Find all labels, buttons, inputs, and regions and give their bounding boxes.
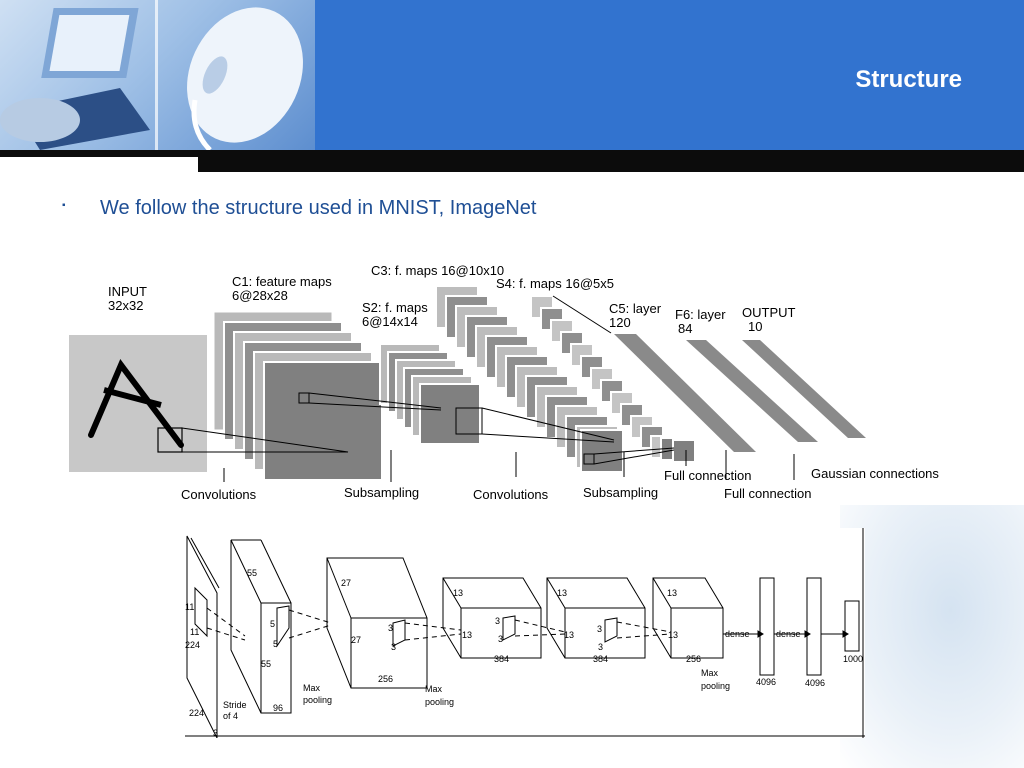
c1-size: 6@28x28 xyxy=(232,288,288,303)
alexnet-dense1: dense xyxy=(725,629,750,639)
alexnet-l1-5a: 5 xyxy=(270,619,275,629)
operation-ticks xyxy=(223,450,795,482)
alexnet-l3-13a: 13 xyxy=(453,588,463,598)
alexnet-l3-3a: 3 xyxy=(495,616,500,626)
alexnet-l2-256: 256 xyxy=(378,674,393,684)
alexnet-l3-13b: 13 xyxy=(462,630,472,640)
alexnet-l4-3a: 3 xyxy=(597,624,602,634)
alexnet-l4-384: 384 xyxy=(593,654,608,664)
header-photo-laptop-mouse xyxy=(0,0,315,150)
op-convolutions-2: Convolutions xyxy=(473,487,549,502)
s4-label: S4: f. maps 16@5x5 xyxy=(496,276,614,291)
op-full-connection-2: Full connection xyxy=(724,486,811,501)
f6-label: F6: layer xyxy=(675,307,726,322)
op-gaussian-connections: Gaussian connections xyxy=(811,466,939,481)
alexnet-maxpool2a: Max xyxy=(425,684,443,694)
alexnet-conv4-block xyxy=(546,577,646,659)
alexnet-in-11b: 11 xyxy=(190,627,199,637)
alexnet-conv2-block xyxy=(326,557,428,689)
s2-size: 6@14x14 xyxy=(362,314,418,329)
alexnet-l3-3b: 3 xyxy=(498,634,503,644)
laptop-mouse-illustration xyxy=(0,0,303,150)
s4-feature-maps xyxy=(530,295,696,463)
c1-label: C1: feature maps xyxy=(232,274,332,289)
alexnet-maxpool1b: pooling xyxy=(303,695,332,705)
alexnet-architecture-diagram: 11 11 224 224 3 Stride of 4 55 55 5 5 96… xyxy=(185,528,865,738)
c5-size: 120 xyxy=(609,315,631,330)
alexnet-l4-13a: 13 xyxy=(557,588,567,598)
slide-header: Structure xyxy=(0,0,1024,150)
alexnet-conv5-block xyxy=(652,577,724,659)
alexnet-stride: Stride xyxy=(223,700,247,710)
alexnet-l2-3b: 3 xyxy=(391,642,396,652)
output-label: OUTPUT xyxy=(742,305,796,320)
alexnet-l2-27a: 27 xyxy=(341,578,351,588)
alexnet-maxpool3a: Max xyxy=(701,668,719,678)
alexnet-l1-55a: 55 xyxy=(247,568,257,578)
lenet-architecture-diagram: INPUT 32x32 C1: feature maps 6@28x28 S2:… xyxy=(66,240,966,505)
alexnet-maxpool3b: pooling xyxy=(701,681,730,691)
alexnet-dense2: dense xyxy=(776,629,801,639)
background-watermark-photo xyxy=(840,505,1024,768)
s2-label: S2: f. maps xyxy=(362,300,428,315)
output-size: 10 xyxy=(748,319,762,334)
alexnet-l4-3b: 3 xyxy=(598,642,603,652)
alexnet-fc1-bar xyxy=(759,577,775,676)
alexnet-stride-of: of 4 xyxy=(223,711,238,721)
alexnet-fc2-4096: 4096 xyxy=(805,678,825,688)
alexnet-fc2-bar xyxy=(806,577,822,676)
alexnet-l2-27b: 27 xyxy=(351,635,361,645)
f6-size: 84 xyxy=(678,321,692,336)
alexnet-l5-13b: 13 xyxy=(668,630,678,640)
input-label: INPUT xyxy=(108,284,147,299)
alexnet-maxpool1a: Max xyxy=(303,683,321,693)
c1-feature-maps xyxy=(213,311,383,481)
header-divider-accent xyxy=(0,157,198,172)
output-layer-band xyxy=(742,340,866,438)
slide-title: Structure xyxy=(855,66,962,93)
op-subsampling-1: Subsampling xyxy=(344,485,419,500)
alexnet-fc3-bar xyxy=(844,600,860,652)
alexnet-l4-13b: 13 xyxy=(564,630,574,640)
alexnet-in-224b: 224 xyxy=(189,708,204,718)
alexnet-l1-96: 96 xyxy=(273,703,283,713)
op-convolutions-1: Convolutions xyxy=(181,487,257,502)
op-full-connection-1: Full connection xyxy=(664,468,751,483)
alexnet-in-3: 3 xyxy=(213,728,218,738)
alexnet-in-224a: 224 xyxy=(185,640,200,650)
c3-label: C3: f. maps 16@10x10 xyxy=(371,263,504,278)
alexnet-fc1-4096: 4096 xyxy=(756,677,776,687)
s2-feature-maps xyxy=(379,343,481,445)
alexnet-l2-3a: 3 xyxy=(388,623,393,633)
alexnet-l3-384: 384 xyxy=(494,654,509,664)
alexnet-l5-256: 256 xyxy=(686,654,701,664)
alexnet-input-block xyxy=(186,535,218,738)
input-size: 32x32 xyxy=(108,298,143,313)
input-image xyxy=(69,335,207,472)
header-divider-bar xyxy=(0,150,1024,172)
alexnet-maxpool2b: pooling xyxy=(425,697,454,707)
f6-layer-band xyxy=(686,340,818,442)
op-subsampling-2: Subsampling xyxy=(583,485,658,500)
bullet-marker-icon: ▪ xyxy=(62,200,66,211)
alexnet-l1-5b: 5 xyxy=(273,639,278,649)
alexnet-l5-13a: 13 xyxy=(667,588,677,598)
alexnet-in-11a: 11 xyxy=(185,602,194,612)
bullet-text: We follow the structure used in MNIST, I… xyxy=(100,197,537,219)
alexnet-fc3-1000: 1000 xyxy=(843,654,863,664)
c5-layer-band xyxy=(614,334,756,452)
c5-label: C5: layer xyxy=(609,301,662,316)
alexnet-l1-55b: 55 xyxy=(261,659,271,669)
